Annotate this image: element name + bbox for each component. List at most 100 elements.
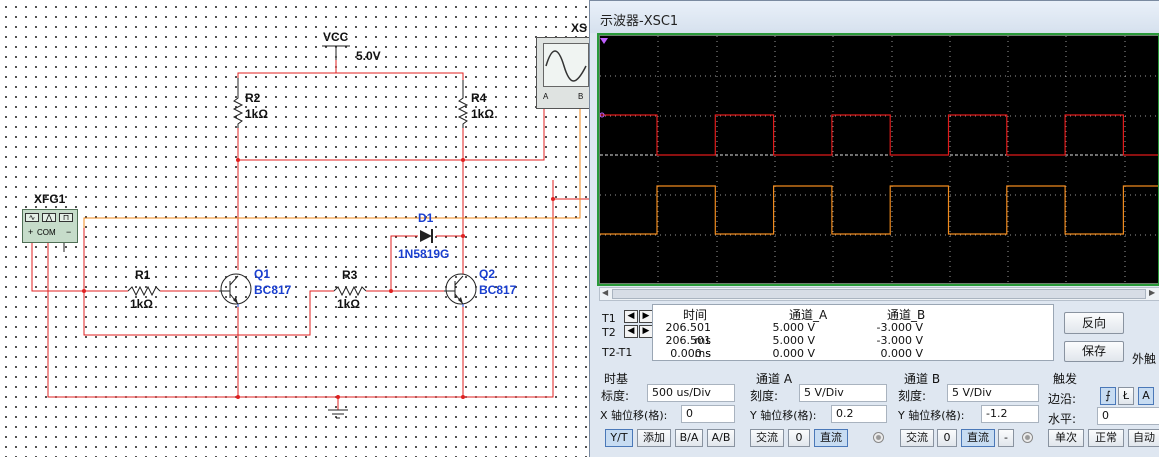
channel-a-radio[interactable] [873, 432, 884, 443]
trigger-marker-icon [600, 38, 608, 44]
auto-button[interactable]: 自动 [1128, 429, 1159, 447]
col-time-header: 时间 [683, 308, 708, 322]
t1-right-arrow-icon[interactable]: ▶ [639, 310, 653, 323]
add-mode-button[interactable]: 添加 [637, 429, 671, 447]
r3-value: 1kΩ [337, 297, 360, 311]
vcc-label: VCC [323, 30, 349, 44]
channel-a-ypos-field[interactable]: 0.2 [831, 405, 887, 423]
channel-b-radio[interactable] [1022, 432, 1033, 443]
q1-label: Q1 [254, 267, 271, 281]
scope-waveform-plot [599, 36, 1159, 285]
scope-screen[interactable] [599, 35, 1159, 285]
scope-terminal-a: A [543, 92, 549, 101]
x-position-field[interactable]: 0 [681, 405, 735, 423]
triangle-wave-icon: ⋀ [42, 213, 56, 222]
channel-a-scale-label: 刻度: [750, 389, 779, 403]
reverse-button[interactable]: 反向 [1064, 312, 1124, 334]
d1-label: D1 [418, 211, 434, 225]
t2-right-arrow-icon[interactable]: ▶ [639, 325, 653, 338]
channel-b-invert-button[interactable]: - [998, 429, 1014, 447]
channel-a-ypos-label: Y 轴位移(格): [750, 409, 817, 422]
falling-edge-icon[interactable]: Ł [1118, 387, 1134, 405]
channel-b-title: 通道 B [904, 372, 941, 386]
ab-mode-button[interactable]: A/B [707, 429, 735, 447]
channel-b-ac-button[interactable]: 交流 [900, 429, 934, 447]
t2-t1-label: T2-T1 [602, 346, 633, 359]
ba-mode-button[interactable]: B/A [675, 429, 703, 447]
t1-label: T1 [602, 312, 616, 325]
normal-button[interactable]: 正常 [1088, 429, 1124, 447]
ext-trigger-label: 外触 [1132, 352, 1157, 366]
save-button[interactable]: 保存 [1064, 341, 1124, 362]
scrollbar-thumb[interactable] [612, 289, 1146, 299]
r4-label: R4 [471, 91, 487, 105]
r2-label: R2 [245, 91, 261, 105]
single-button[interactable]: 单次 [1048, 429, 1084, 447]
oscilloscope-window[interactable]: 示波器-XSC1 ◀ ▶ T1 T2 T2-T1 ◀ ▶ ◀ ▶ 时间 通道_A… [589, 0, 1159, 457]
cell-t2-time: 206.501 ms [665, 334, 712, 360]
scroll-left-icon[interactable]: ◀ [602, 288, 609, 297]
cell-t1-a: 5.000 V [772, 321, 815, 334]
timebase-title: 时基 [604, 372, 629, 386]
cell-t1-time: 206.501 ms [665, 321, 712, 347]
trigger-level-label: 水平: [1048, 412, 1077, 426]
cell-t2-a: 5.000 V [772, 334, 815, 347]
readout-table: 时间 通道_A 通道_B 206.501 ms 5.000 V -3.000 V… [652, 304, 1054, 361]
channel-a-marker-icon [599, 112, 605, 118]
channel-a-title: 通道 A [756, 372, 793, 386]
xfg1-label: XFG1 [34, 192, 66, 206]
r1-value: 1kΩ [130, 297, 153, 311]
channel-a-scale-field[interactable]: 5 V/Div [799, 384, 887, 402]
cell-t1-b: -3.000 V [876, 321, 923, 334]
cell-dt-time: 0.000 s [670, 347, 711, 360]
function-generator[interactable]: ∿ ⋀ ⊓ + COM − [22, 209, 78, 243]
generator-plus: + [28, 227, 34, 237]
q2-label: Q2 [479, 267, 496, 281]
title-bar[interactable]: 示波器-XSC1 [590, 1, 1159, 33]
generator-minus: − [66, 227, 72, 237]
horizontal-scrollbar[interactable]: ◀ ▶ [599, 287, 1159, 301]
yt-mode-button[interactable]: Y/T [605, 429, 633, 447]
trigger-edge-label: 边沿: [1048, 392, 1077, 406]
t2-left-arrow-icon[interactable]: ◀ [624, 325, 638, 338]
channel-b-ypos-field[interactable]: -1.2 [981, 405, 1039, 423]
trigger-source-a-button[interactable]: A [1138, 387, 1154, 405]
square-wave-icon: ⊓ [59, 213, 73, 222]
cell-dt-a: 0.000 V [772, 347, 815, 360]
channel-a-ac-button[interactable]: 交流 [750, 429, 784, 447]
channel-b-scale-field[interactable]: 5 V/Div [947, 384, 1039, 402]
cell-dt-b: 0.000 V [880, 347, 923, 360]
r3-label: R3 [342, 268, 358, 282]
q1-model: BC817 [254, 283, 292, 297]
oscilloscope-component[interactable]: A B [536, 37, 594, 109]
channel-b-trace [600, 185, 1159, 235]
channel-a-zero-button[interactable]: 0 [788, 429, 810, 447]
channel-b-scale-label: 刻度: [898, 389, 927, 403]
trigger-level-field[interactable]: 0 [1097, 407, 1159, 425]
scroll-right-icon[interactable]: ▶ [1149, 288, 1156, 297]
r2-value: 1kΩ [245, 107, 268, 121]
col-cha-header: 通道_A [789, 308, 828, 322]
channel-a-dc-button[interactable]: 直流 [814, 429, 848, 447]
vcc-value: 5.0V [356, 49, 381, 63]
scope-wave-icon [543, 43, 589, 87]
r4-value: 1kΩ [471, 107, 494, 121]
t2-label: T2 [602, 326, 616, 339]
rising-edge-icon[interactable]: ⨍ [1100, 387, 1116, 405]
channel-a-trace [600, 114, 1159, 156]
trigger-title: 触发 [1053, 372, 1078, 386]
channel-b-zero-button[interactable]: 0 [937, 429, 957, 447]
channel-b-dc-button[interactable]: 直流 [961, 429, 995, 447]
timebase-scale-label: 标度: [601, 389, 630, 403]
window-title: 示波器-XSC1 [600, 14, 679, 29]
q2-model: BC817 [479, 283, 517, 297]
timebase-scale-field[interactable]: 500 us/Div [647, 384, 735, 402]
xsc1-label: XS [571, 21, 588, 35]
scope-terminal-b: B [578, 92, 584, 101]
t1-left-arrow-icon[interactable]: ◀ [624, 310, 638, 323]
generator-com: COM [37, 228, 56, 237]
sine-wave-icon: ∿ [25, 213, 39, 222]
d1-model: 1N5819G [398, 247, 450, 261]
x-position-label: X 轴位移(格): [600, 409, 668, 422]
